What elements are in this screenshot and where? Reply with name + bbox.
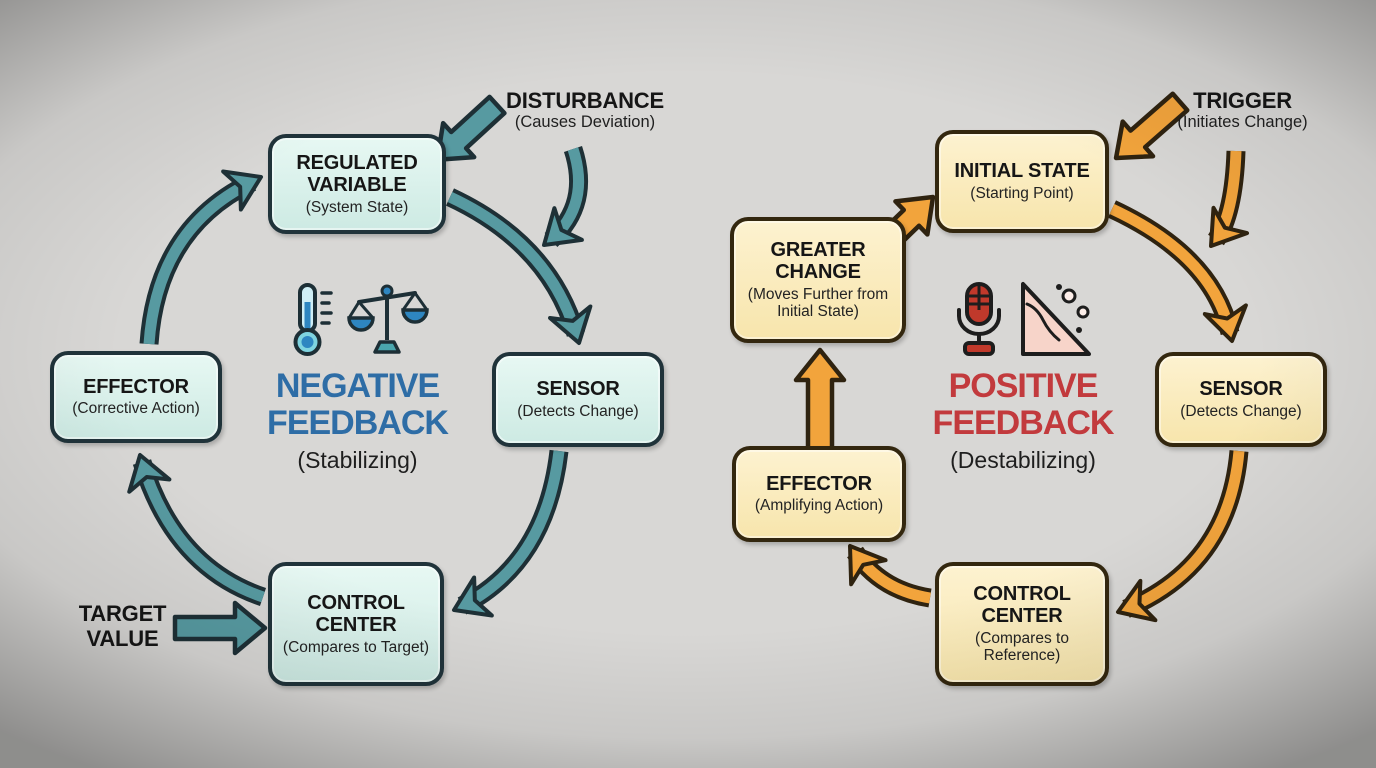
arrow-effector-to-greater-change	[793, 347, 847, 453]
node-title: INITIAL STATE	[954, 160, 1090, 183]
trigger-subtitle: (Initiates Change)	[1177, 113, 1308, 132]
target-value-title: TARGET VALUE	[78, 601, 167, 652]
node-regulated-variable: REGULATED VARIABLE (System State)	[268, 134, 446, 234]
node-subtitle: (System State)	[305, 198, 409, 216]
arrow-regulated-variable-to-sensor	[445, 188, 602, 351]
node-title: CONTROL CENTER	[973, 582, 1071, 628]
balance-scale-icon	[346, 284, 429, 354]
positive-feedback-icons	[928, 280, 1118, 360]
node-subtitle: (Detects Change)	[1180, 402, 1302, 420]
node-title: SENSOR	[536, 378, 620, 401]
node-control-center-right: CONTROL CENTER (Compares to Reference)	[935, 562, 1109, 686]
node-title: SENSOR	[1199, 378, 1283, 401]
arrow-trigger-short	[1113, 91, 1190, 161]
arrow-sensor-to-control-center	[443, 449, 569, 632]
positive-feedback-title-line1: POSITIVE	[948, 367, 1099, 405]
arrow-initial-state-to-sensor	[1107, 200, 1255, 348]
node-subtitle: (Corrective Action)	[72, 400, 200, 418]
negative-feedback-center: NEGATIVE FEEDBACK (Stabilizing)	[250, 280, 465, 474]
node-subtitle: (Detects Change)	[517, 402, 639, 420]
negative-feedback-title-line2: FEEDBACK	[267, 403, 449, 442]
node-subtitle: (Starting Point)	[970, 184, 1074, 202]
node-control-center-left: CONTROL CENTER (Compares to Target)	[268, 562, 444, 686]
node-subtitle: (Compares to Reference)	[975, 629, 1069, 665]
arrow-sensor-to-control-center-right	[1108, 450, 1249, 634]
node-effector-right: EFFECTOR (Amplifying Action)	[732, 446, 906, 542]
arrow-disturbance-curve	[528, 146, 589, 263]
arrow-target-value	[172, 600, 268, 656]
node-title: REGULATED VARIABLE	[296, 151, 418, 197]
trigger-label: TRIGGER (Initiates Change)	[1150, 88, 1335, 132]
negative-feedback-title-line1: NEGATIVE	[275, 367, 440, 405]
node-sensor-right: SENSOR (Detects Change)	[1155, 352, 1327, 447]
node-subtitle: (Amplifying Action)	[754, 497, 884, 515]
thermometer-icon	[293, 283, 333, 356]
node-sensor-left: SENSOR (Detects Change)	[492, 352, 664, 447]
disturbance-subtitle: (Causes Deviation)	[514, 113, 656, 132]
node-subtitle: (Compares to Target)	[282, 638, 430, 656]
node-subtitle: (Moves Further from Initial State)	[747, 285, 889, 321]
disturbance-label: DISTURBANCE (Causes Deviation)	[492, 88, 678, 132]
node-greater-change: GREATER CHANGE (Moves Further from Initi…	[730, 217, 906, 343]
arrow-control-center-to-effector-right	[830, 531, 932, 608]
positive-feedback-center: POSITIVE FEEDBACK (Destabilizing)	[928, 280, 1118, 474]
arrow-trigger-curve	[1192, 150, 1250, 261]
disturbance-title: DISTURBANCE	[506, 88, 664, 113]
arrow-control-center-to-effector	[117, 446, 267, 607]
trigger-title: TRIGGER	[1193, 88, 1292, 113]
positive-feedback-title-line2: FEEDBACK	[932, 403, 1115, 442]
node-title: EFFECTOR	[766, 472, 872, 495]
node-initial-state: INITIAL STATE (Starting Point)	[935, 130, 1109, 233]
node-title: GREATER CHANGE	[770, 238, 866, 284]
microphone-icon	[957, 282, 1001, 356]
arrow-effector-to-regulated-variable	[139, 155, 272, 345]
landslide-icon	[1021, 282, 1091, 356]
positive-feedback-subtitle: (Destabilizing)	[950, 446, 1096, 473]
node-title: CONTROL CENTER	[307, 591, 405, 637]
negative-feedback-subtitle: (Stabilizing)	[297, 446, 418, 473]
node-effector-left: EFFECTOR (Corrective Action)	[50, 351, 222, 443]
node-title: EFFECTOR	[83, 375, 189, 398]
target-value-label: TARGET VALUE	[70, 601, 175, 652]
negative-feedback-icons	[250, 280, 465, 360]
